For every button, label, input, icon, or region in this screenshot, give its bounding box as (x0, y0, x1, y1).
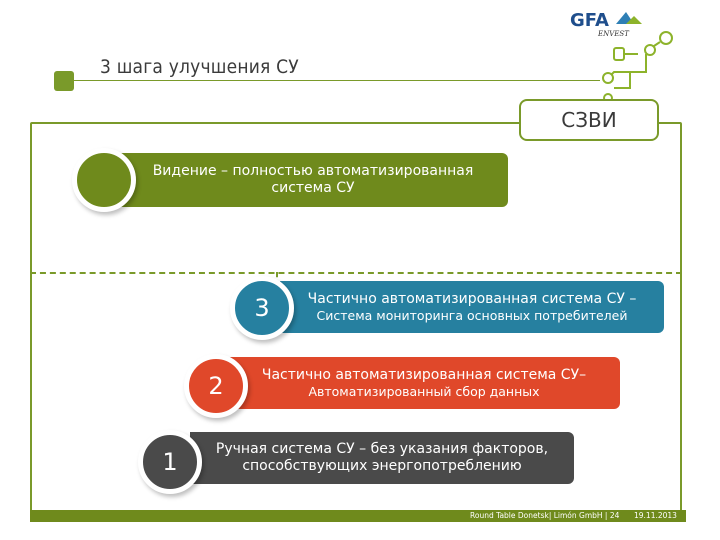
step-1-title: Ручная система СУ – без указания факторо… (215, 441, 549, 457)
footer-text: Round Table Donetsk| Limón GmbH | 24 (470, 511, 620, 520)
footer-date: 19.11.2013 (634, 511, 677, 520)
step-3-bar: Частично автоматизированная система СУ –… (280, 281, 664, 333)
title-underline (72, 80, 600, 81)
step-1-number: 1 (138, 430, 202, 494)
step-2-title: Частично автоматизированная система СУ– (261, 367, 587, 383)
vision-bar: Видение – полностью автоматизированная с… (118, 153, 508, 207)
step-1-subtitle: способствующих энергопотреблению (242, 458, 522, 474)
szvi-badge: СЗВИ (519, 99, 659, 141)
step-2-subtitle: Автоматизированный сбор данных (308, 384, 540, 399)
dashed-divider (30, 272, 682, 274)
logo-subtext: ENVEST (597, 30, 630, 38)
szvi-label: СЗВИ (561, 108, 617, 132)
step-2-bar: Частично автоматизированная система СУ– … (228, 357, 620, 409)
vision-line2: система СУ (271, 180, 355, 196)
step-2-number: 2 (184, 354, 248, 418)
gfa-logo: GFA ENVEST (568, 4, 658, 38)
step-3-number: 3 (230, 276, 294, 340)
title-marker (54, 71, 74, 91)
step-3-title: Частично автоматизированная система СУ – (307, 291, 637, 307)
circuit-decoration-icon (600, 24, 678, 104)
logo-text: GFA (570, 10, 609, 31)
vision-line1: Видение – полностью автоматизированная (152, 163, 474, 179)
step-1-bar: Ручная система СУ – без указания факторо… (190, 432, 574, 484)
step-3-subtitle: Система мониторинга основных потребителе… (316, 308, 628, 323)
page-title: 3 шага улучшения СУ (100, 56, 299, 78)
vision-circle-icon (72, 148, 136, 212)
footer-bar (30, 510, 686, 522)
